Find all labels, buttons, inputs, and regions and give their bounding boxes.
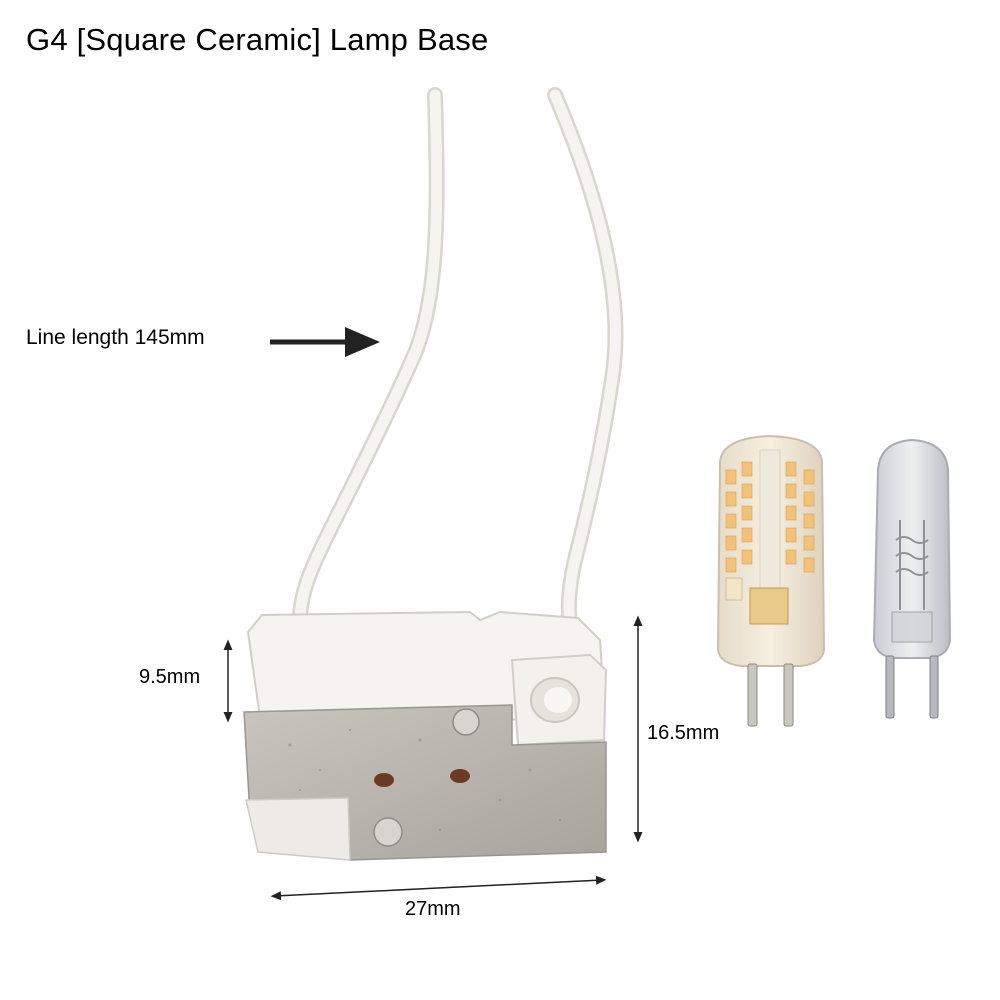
ceramic-lamp-base: [243, 610, 608, 861]
width-label: 27mm: [405, 898, 461, 920]
line-length-label: Line length 145mm: [26, 326, 205, 349]
halogen-g4-bulb: [872, 438, 952, 719]
width-dimension: [270, 875, 607, 901]
page-title: G4 [Square Ceramic] Lamp Base: [26, 22, 489, 57]
height-small-label: 9.5mm: [139, 666, 201, 688]
height-total-label: 16.5mm: [647, 722, 720, 744]
wire-right: [547, 87, 624, 633]
led-g4-bulb: [716, 434, 826, 727]
wire-left: [292, 87, 445, 628]
